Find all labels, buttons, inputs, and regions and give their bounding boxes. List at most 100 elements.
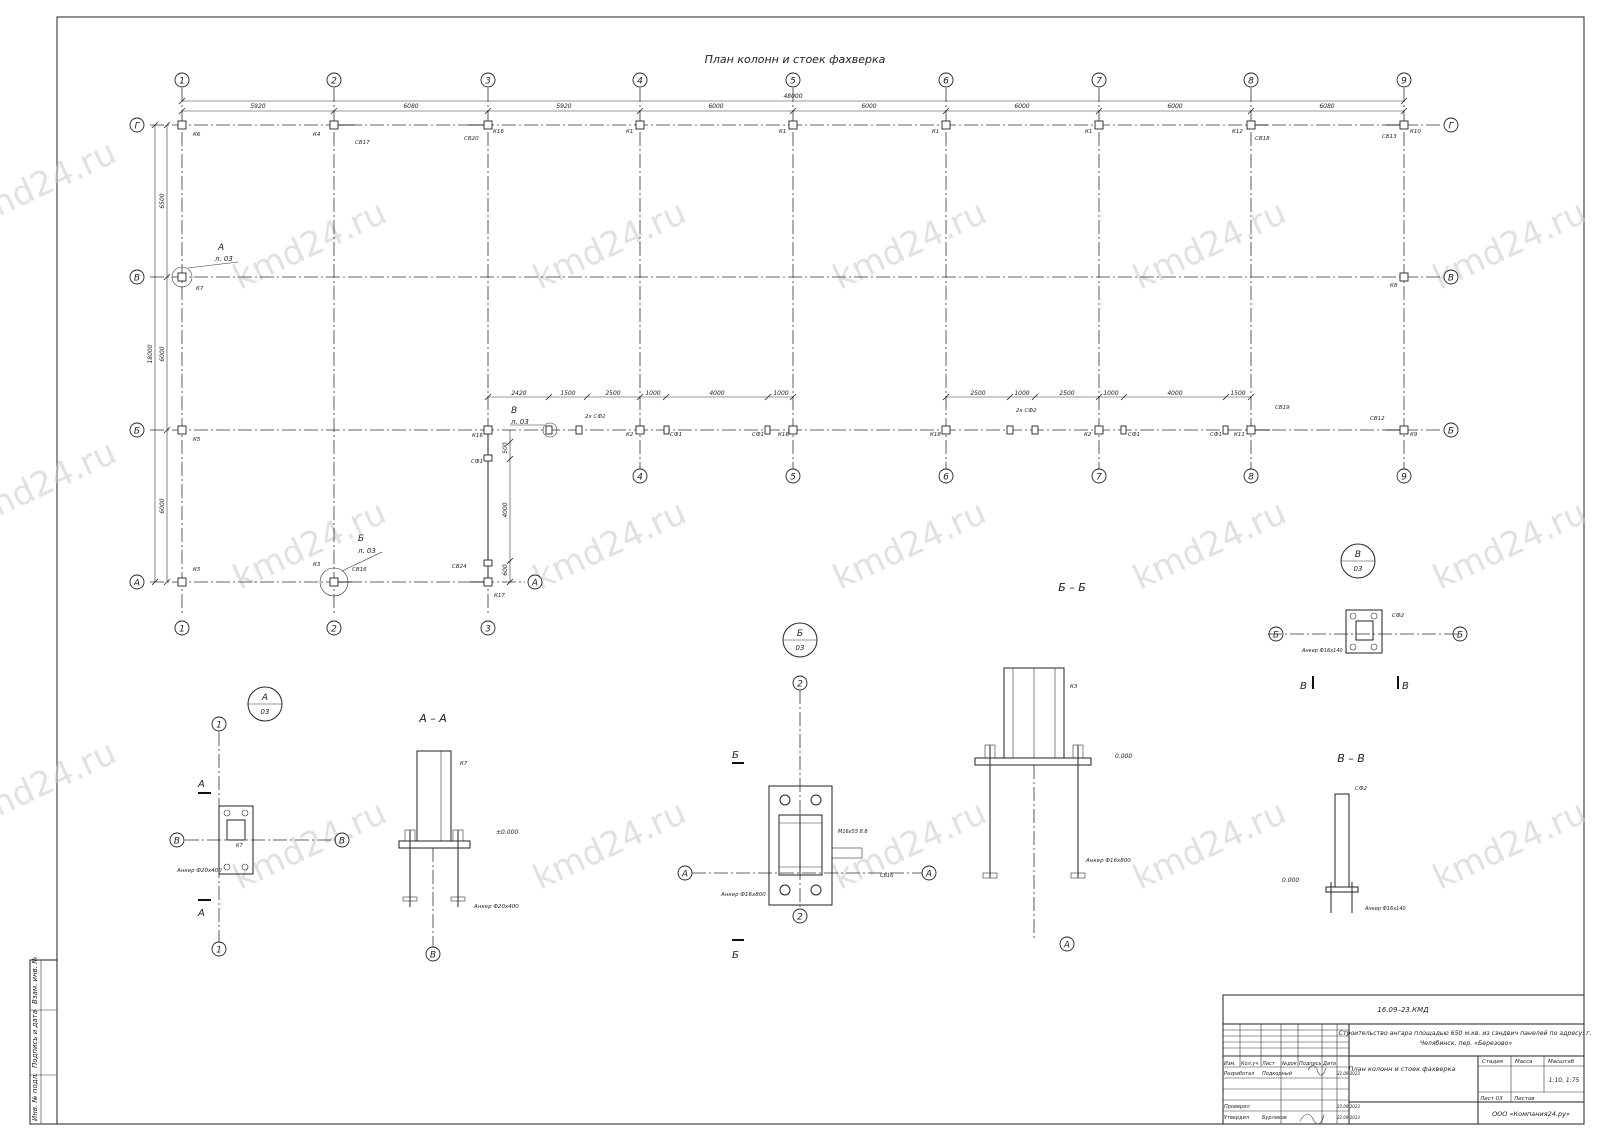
detail-b-axis-a-right: А — [925, 870, 932, 880]
plan-title: План колонн и стоек фахверка — [705, 53, 886, 66]
column-plan: 48000 5920 6080 5920 6000 6000 6000 6000… — [129, 72, 1468, 962]
side-stamp-2: Подпись и дата — [31, 1010, 39, 1068]
lbl-a-4: СВ24 — [452, 564, 467, 570]
section-b-anchor: Анкер Ф16х800 — [1085, 858, 1131, 864]
detail-a-axis-v-right: В — [339, 837, 345, 847]
watermark-text-1: kmd24.ru — [227, 193, 393, 299]
detail-b-axis-a-left: А — [681, 870, 688, 880]
view-v: В 03 СФ2 Анкер Ф16х140 В В — [1268, 543, 1460, 692]
tb-company: ООО «Компания24.ру» — [1492, 1110, 1570, 1118]
axis-bubble-top-5-circle — [785, 72, 801, 88]
dim-mid-l-2: 1500 — [560, 390, 575, 397]
section-v-anchor: Анкер Ф16х140 — [1364, 906, 1406, 912]
callout-b-letter: Б — [358, 534, 364, 544]
lbl-b-8: К18 — [930, 432, 941, 438]
detail-b-axis-2-bottom-circle — [792, 908, 808, 924]
view-a-letter: А — [261, 693, 268, 703]
axis-bubble-top-4-circle — [632, 72, 648, 88]
tb-chk-role: Проверил — [1224, 1104, 1250, 1110]
detail-a-axis-v-left-circle — [169, 832, 185, 848]
watermark-text-8: kmd24.ru — [527, 493, 693, 599]
lbl-a-1: К5 — [193, 567, 201, 573]
dim-top-3: 5920 — [556, 103, 571, 110]
watermark-layer: kmd24.ru kmd24.ru kmd24.ru kmd24.ru kmd24.ru… — [0, 133, 1592, 899]
lbl-a-5: К17 — [494, 593, 505, 599]
dim-top-8: 6080 — [1319, 103, 1334, 110]
lbl-g-6: К1 — [626, 129, 633, 135]
view-b-secmark-top: Б — [732, 750, 739, 761]
view-v-anchor: Анкер Ф16х140 — [1301, 648, 1343, 654]
dim-top-7: 6000 — [1167, 103, 1182, 110]
axis-bubble-left-3-circle — [129, 574, 145, 590]
axis-bubble-top-6-circle — [938, 72, 954, 88]
axis-bubble-bottom-1-circle — [174, 620, 190, 636]
lbl-b-6: СФ1 — [752, 432, 764, 438]
axis-bubble-top-6: 6 — [943, 77, 949, 87]
dim-mid-l-3: 2500 — [605, 390, 620, 397]
axis-bubble-top-9: 9 — [1401, 77, 1407, 87]
axis-bubble-top-4: 4 — [637, 77, 643, 87]
view-v-letter: В — [1355, 550, 1361, 560]
dim-left-total: 18000 — [147, 344, 154, 363]
view-a: А 03 К7 Анкер Ф20х400 А А — [176, 686, 339, 942]
detail-b-axis-2-bottom: 2 — [797, 913, 803, 923]
dim-vert-1: 500 — [502, 442, 509, 454]
tb-dev-role: Разработал — [1224, 1071, 1255, 1077]
callout-v-sheet: л. 03 — [510, 418, 529, 426]
section-a-level: ±0.000 — [496, 829, 518, 836]
lbl-b-9: 2х СФ2 — [1016, 408, 1037, 414]
lbl-g-1: К6 — [193, 132, 201, 138]
section-a-anchor: Анкер Ф20х400 — [473, 904, 519, 910]
watermark-text-11: kmd24.ru — [1427, 493, 1593, 599]
detail-b-axis-2-top: 2 — [797, 680, 803, 690]
tb-dev-name: Подкорный — [1262, 1071, 1293, 1077]
view-b-secmark-bot: Б — [732, 950, 739, 961]
tb-sheets-label: Листов — [1513, 1096, 1535, 1102]
view-b-letter: Б — [797, 629, 803, 639]
watermark-text-0: kmd24.ru — [0, 133, 122, 239]
lbl-g-12: СВ13 — [1382, 134, 1397, 140]
section-b-axis-a-circle — [1059, 936, 1075, 952]
dim-vert-3: 600 — [502, 564, 509, 576]
tb-mass-h: Масса — [1515, 1059, 1533, 1065]
axis-bubble-right-1-circle — [1443, 269, 1459, 285]
tb-dev-date: 22.09.2023 — [1337, 1071, 1360, 1076]
axis-bubble-bottom-8: 8 — [1248, 473, 1254, 483]
tb-scale-h: Масштаб — [1548, 1059, 1575, 1065]
axis-bubble-right-2: Б — [1448, 427, 1454, 437]
watermark-text-4: kmd24.ru — [1127, 193, 1293, 299]
tb-scale: 1:10, 1:75 — [1549, 1077, 1580, 1084]
detail-v-axis-b-left: Б — [1273, 631, 1279, 641]
tb-h-2: Кол.уч — [1241, 1061, 1258, 1067]
detail-a-axis-1-top-circle — [211, 716, 227, 732]
lbl-misc-2: К8 — [1390, 283, 1398, 289]
watermark-text-13: kmd24.ru — [227, 793, 393, 899]
lbl-g-7: К1 — [779, 129, 786, 135]
section-v-level: 0.000 — [1282, 877, 1299, 884]
tb-h-1: Изм. — [1224, 1061, 1236, 1067]
detail-a-axis-v-left: В — [174, 837, 180, 847]
section-b-axis-a: А — [1063, 941, 1070, 951]
lbl-b-10: К2 — [1084, 432, 1092, 438]
axis-bubble-bottom-3-circle — [480, 620, 496, 636]
dim-top-5: 6000 — [861, 103, 876, 110]
tb-apr-name: Бурлаков — [1262, 1115, 1287, 1121]
view-v-sheet: 03 — [1354, 565, 1363, 573]
dim-mid-l-4: 1000 — [645, 390, 660, 397]
lbl-b-4: К2 — [626, 432, 634, 438]
section-a-a: А – А К7 ±0.000 Анкер Ф20х400 — [398, 712, 519, 947]
axis-bubble-bottom-7: 7 — [1096, 473, 1102, 483]
axis-bubble-bottom-2-circle — [326, 620, 342, 636]
dim-top-2: 6080 — [403, 103, 418, 110]
watermark-text-12: kmd24.ru — [0, 733, 122, 839]
lbl-b-11: СФ1 — [1128, 432, 1140, 438]
watermark-text-6: kmd24.ru — [0, 433, 122, 539]
axis-bubble-bottom-3: 3 — [485, 625, 491, 635]
section-v-v: В – В СФ2 0.000 Анкер Ф16х140 — [1282, 752, 1406, 913]
dim-mid-r-5: 4000 — [1167, 390, 1182, 397]
axis-bubble-left-0-circle — [129, 117, 145, 133]
axis-bubble-right-1: В — [1448, 274, 1454, 284]
lbl-g-5: К16 — [493, 129, 504, 135]
axis-bubble-top-2: 2 — [331, 77, 337, 87]
section-b-title: Б – Б — [1058, 581, 1086, 594]
